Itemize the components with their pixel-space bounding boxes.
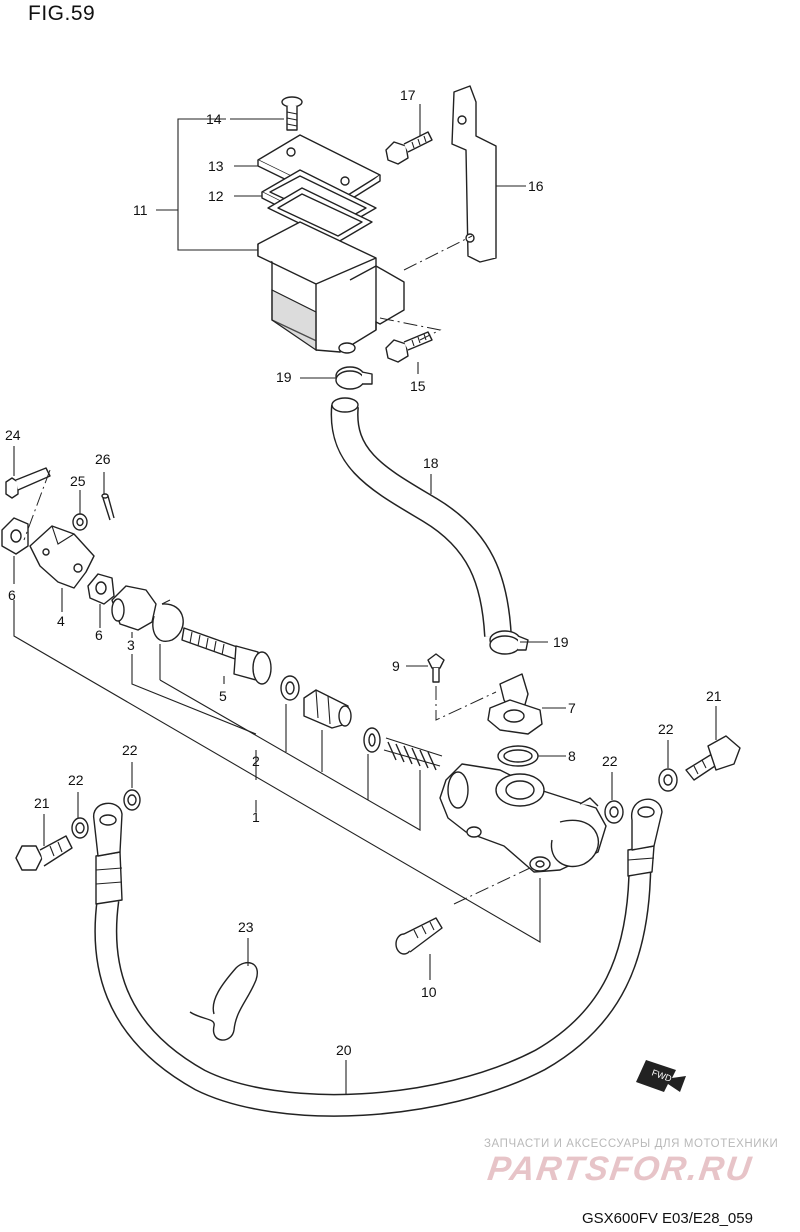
callout-24: 24	[5, 427, 21, 443]
callout-16: 16	[528, 178, 544, 194]
dust-boot-3-part	[111, 585, 157, 631]
reservoir-bolt-15-part	[385, 331, 433, 363]
union-bolt-21-right-part	[685, 735, 741, 781]
callout-18: 18	[423, 455, 439, 471]
callout-21-right: 21	[706, 688, 722, 704]
hose-clamp-19-upper-part	[335, 366, 373, 390]
callout-4: 4	[57, 613, 65, 629]
pivot-bolt-24-part	[5, 467, 51, 499]
callout-6-left: 6	[8, 587, 16, 603]
hose-clip-part	[189, 961, 258, 1041]
primary-cup-part	[363, 727, 381, 753]
circlip-part	[152, 599, 184, 642]
return-spring-part	[383, 737, 443, 771]
master-cylinder-body-part	[439, 763, 607, 873]
washer-25-part	[72, 513, 88, 531]
callout-15: 15	[410, 378, 426, 394]
clevis-4-part	[29, 525, 95, 589]
callout-5: 5	[219, 688, 227, 704]
callout-25: 25	[70, 473, 86, 489]
callout-23: 23	[238, 919, 254, 935]
reservoir-hose-part	[330, 397, 512, 637]
callout-11: 11	[133, 202, 148, 218]
reservoir-screw-part	[281, 96, 303, 131]
callout-2: 2	[252, 753, 260, 769]
callout-22-left-upper: 22	[122, 742, 138, 758]
watermark-tagline: ЗАПЧАСТИ И АКСЕССУАРЫ ДЛЯ МОТОТЕХНИКИ	[484, 1138, 779, 1150]
hose-fitting-7-part	[487, 673, 543, 735]
piston-part	[303, 689, 352, 729]
gasket-22-left-lower-part	[71, 817, 89, 839]
o-ring-8-part	[497, 745, 539, 767]
callout-13: 13	[208, 158, 224, 174]
callout-labels: 14 13 12 11 17 16 15 19 18 24 26 25 6 4 …	[5, 87, 722, 1058]
callout-22-left-lower: 22	[68, 772, 84, 788]
callout-9: 9	[392, 658, 400, 674]
piston-seal-part	[280, 675, 300, 701]
figure-footer-code: GSX600FV E03/E28_059	[582, 1210, 753, 1227]
callout-10: 10	[421, 984, 437, 1000]
screw-9-part	[427, 653, 445, 683]
reservoir-body-part	[257, 221, 405, 354]
callout-21-left: 21	[34, 795, 50, 811]
figure-title: FIG.59	[28, 2, 96, 25]
callout-14: 14	[206, 111, 222, 127]
callout-17: 17	[400, 87, 416, 103]
gasket-22-right-upper-part	[658, 768, 678, 792]
callout-20: 20	[336, 1042, 352, 1058]
bracket-bolt-17-part	[385, 131, 433, 165]
callout-6-right: 6	[95, 627, 103, 643]
union-bolt-21-left-part	[15, 835, 73, 871]
callout-7: 7	[568, 700, 576, 716]
callout-19-upper: 19	[276, 369, 292, 385]
bolt-10-part	[395, 917, 443, 955]
callout-12: 12	[208, 188, 224, 204]
nut-6-right-part	[87, 573, 115, 605]
bracket-part	[451, 85, 497, 263]
push-rod-5-part	[181, 627, 272, 685]
callout-1: 1	[252, 809, 260, 825]
nut-6-left-part	[1, 517, 29, 555]
callout-3: 3	[127, 637, 135, 653]
watermark-logo: PARTSFOR.RU	[485, 1150, 756, 1188]
gasket-22-right-mid-part	[604, 800, 624, 824]
hose-clamp-19-lower-part	[489, 630, 529, 655]
callout-22-right-mid: 22	[602, 753, 618, 769]
gasket-22-left-upper-part	[123, 789, 141, 811]
callout-22-right-upper: 22	[658, 721, 674, 737]
callout-8: 8	[568, 748, 576, 764]
clutch-hose-part	[93, 798, 663, 1117]
fwd-arrow-icon: FWD	[636, 1060, 686, 1092]
callout-26: 26	[95, 451, 111, 467]
leader-lines	[13, 104, 717, 1094]
callout-19-lower: 19	[553, 634, 569, 650]
cotter-pin-26-part	[101, 493, 115, 521]
